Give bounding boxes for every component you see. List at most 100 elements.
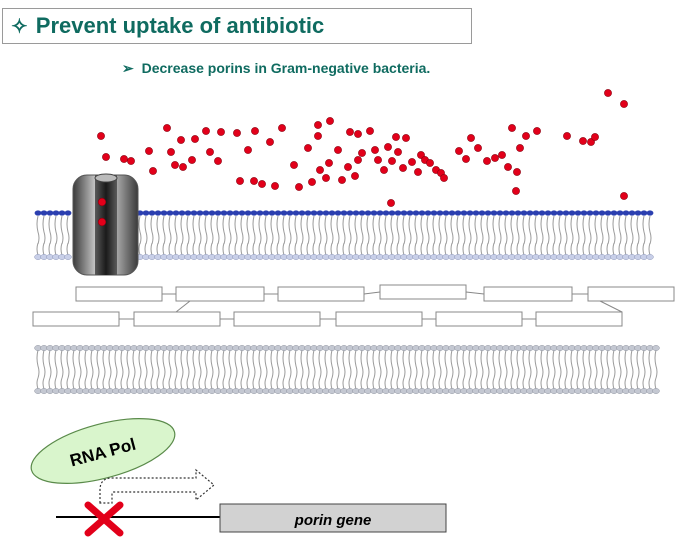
lipid-tail	[474, 215, 478, 245]
antibiotic-dot	[513, 168, 521, 176]
antibiotic-dot	[97, 197, 107, 207]
lipid-head	[610, 210, 618, 216]
lipid-tail	[444, 377, 447, 390]
lipid-tail	[486, 242, 489, 256]
lipid-tail	[618, 242, 621, 256]
lipid-tail	[180, 349, 184, 379]
lipid-tail	[492, 242, 495, 256]
lipid-tail	[192, 215, 196, 245]
antibiotic-dot	[388, 157, 396, 165]
lipid-tail	[510, 242, 513, 256]
antibiotic-dot	[334, 146, 342, 154]
lipid-tail	[150, 215, 154, 245]
lipid-tail	[558, 377, 561, 390]
lipid-tail	[402, 215, 406, 245]
lipid-head	[364, 210, 372, 216]
glycan-strand	[75, 286, 163, 302]
lipid-tail	[384, 242, 387, 256]
antibiotic-dot	[127, 157, 135, 165]
lipid-tail	[564, 349, 568, 379]
lipid-tail	[648, 215, 652, 245]
lipid-tail	[408, 377, 411, 390]
lipid-tail	[138, 349, 142, 379]
lipid-tail	[264, 215, 268, 245]
lipid-head	[34, 210, 42, 216]
lipid-tail	[642, 377, 645, 390]
lipid-tail	[438, 377, 441, 390]
lipid-head	[352, 210, 360, 216]
lipid-tail	[426, 377, 429, 390]
antibiotic-dot	[326, 117, 334, 125]
lipid-tail	[42, 377, 45, 390]
antibiotic-dot	[380, 166, 388, 174]
lipid-head	[370, 210, 378, 216]
lipid-tail	[528, 349, 532, 379]
lipid-tail	[582, 242, 585, 256]
lipid-tail	[312, 349, 316, 379]
lipid-head	[628, 210, 636, 216]
lipid-tail	[306, 349, 310, 379]
lipid-tail	[216, 349, 220, 379]
lipid-head	[520, 210, 528, 216]
lipid-tail	[126, 349, 130, 379]
lipid-head	[58, 210, 66, 216]
lipid-tail	[528, 242, 531, 256]
lipid-head	[400, 210, 408, 216]
lipid-tail	[240, 349, 244, 379]
lipid-tail	[546, 242, 549, 256]
lipid-tail	[456, 242, 459, 256]
antibiotic-dot	[491, 154, 499, 162]
lipid-tail	[474, 377, 477, 390]
lipid-tail	[162, 215, 166, 245]
antibiotic-dot	[214, 157, 222, 165]
lipid-tail	[36, 215, 40, 245]
lipid-head	[154, 210, 162, 216]
antibiotic-dot	[392, 133, 400, 141]
lipid-tail	[228, 242, 231, 256]
red-x-cross-icon	[84, 501, 124, 537]
antibiotic-dot	[591, 133, 599, 141]
lipid-tail	[552, 215, 556, 245]
lipid-tail	[330, 242, 333, 256]
lipid-tail	[258, 242, 261, 256]
lipid-tail	[600, 349, 604, 379]
lipid-tail	[510, 377, 513, 390]
lipid-tail	[486, 377, 489, 390]
antibiotic-dot	[97, 217, 107, 227]
lipid-tail	[630, 377, 633, 390]
lipid-tail	[342, 242, 345, 256]
lipid-tail	[246, 215, 250, 245]
lipid-tail	[222, 215, 226, 245]
lipid-tail	[450, 215, 454, 245]
lipid-tail	[210, 242, 213, 256]
lipid-tail	[354, 242, 357, 256]
lipid-tail	[342, 349, 346, 379]
subpoint-text: Decrease porins in Gram-negative bacteri…	[141, 60, 431, 76]
lipid-tail	[180, 377, 183, 390]
lipid-tail	[198, 215, 202, 245]
lipid-tail	[402, 242, 405, 256]
lipid-tail	[498, 242, 501, 256]
antibiotic-dot	[384, 143, 392, 151]
lipid-tail	[576, 377, 579, 390]
lipid-tail	[462, 242, 465, 256]
lipid-tail	[204, 377, 207, 390]
antibiotic-dot	[171, 161, 179, 169]
antibiotic-dot	[467, 134, 475, 142]
lipid-tail	[282, 349, 286, 379]
lipid-head	[280, 210, 288, 216]
lipid-tail	[612, 349, 616, 379]
lipid-tail	[84, 377, 87, 390]
lipid-tail	[372, 349, 376, 379]
lipid-tail	[96, 349, 100, 379]
lipid-tail	[246, 242, 249, 256]
lipid-tail	[594, 242, 597, 256]
lipid-tail	[450, 377, 453, 390]
peptidoglycan-layer	[32, 284, 675, 327]
lipid-tail	[468, 215, 472, 245]
antibiotic-dot	[620, 192, 628, 200]
lipid-tail	[498, 215, 502, 245]
lipid-tail	[204, 215, 208, 245]
lipid-tail	[222, 377, 225, 390]
